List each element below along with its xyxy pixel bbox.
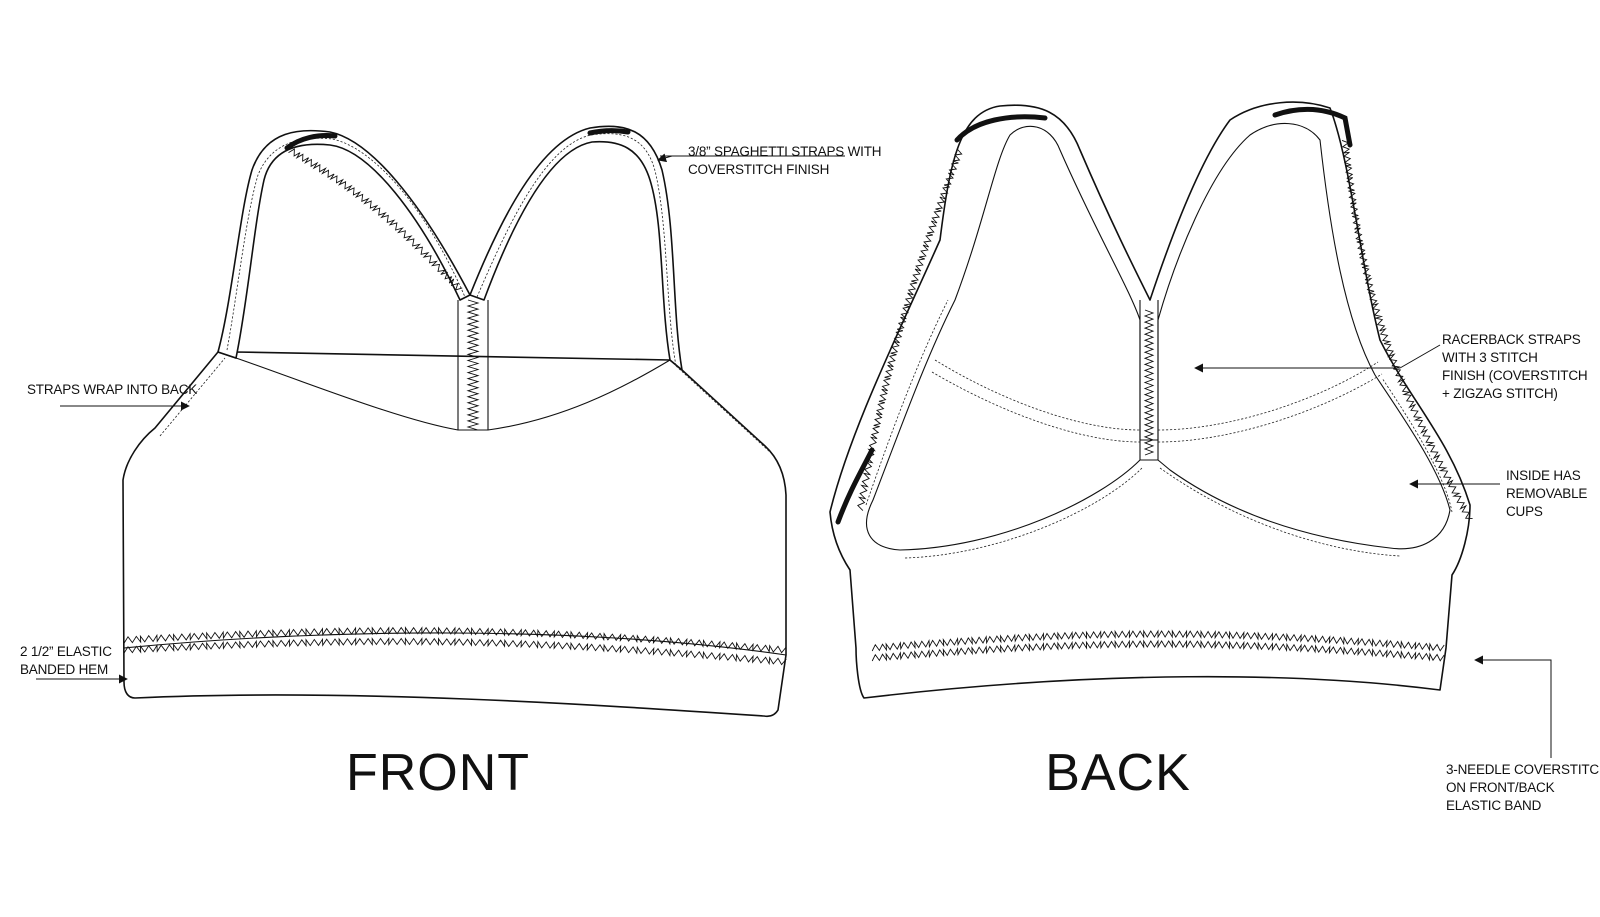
callout-text-line: REMOVABLE: [1506, 486, 1587, 501]
front-left-strap: [217, 129, 471, 359]
callout-text-line: RACERBACK STRAPS: [1442, 332, 1581, 347]
callout-removable-cups: INSIDE HAS REMOVABLE CUPS: [1409, 468, 1588, 519]
callout-text-line: STRAPS WRAP INTO BACK: [27, 382, 197, 397]
callout-elastic-hem: 2 1/2” ELASTIC BANDED HEM: [20, 644, 128, 684]
back-body-outline: [829, 101, 1471, 699]
callout-text-line: COVERSTITCH FINISH: [688, 162, 829, 177]
callout-text-line: 3/8” SPAGHETTI STRAPS WITH: [688, 144, 881, 159]
back-inner-panel: [865, 123, 1451, 551]
back-view-label: BACK: [1045, 744, 1191, 802]
callout-straps-wrap: STRAPS WRAP INTO BACK: [27, 382, 197, 411]
front-center-zigzag: [466, 299, 480, 431]
callout-text-line: INSIDE HAS: [1506, 468, 1581, 483]
front-body-outline: [122, 351, 787, 718]
callout-text-line: WITH 3 STITCH: [1442, 350, 1538, 365]
callout-coverstitch-band: 3-NEEDLE COVERSTITCH ON FRONT/BACK ELAST…: [1446, 655, 1600, 813]
callout-text-line: ON FRONT/BACK: [1446, 780, 1555, 795]
callout-spaghetti-straps: 3/8” SPAGHETTI STRAPS WITH COVERSTITCH F…: [657, 144, 882, 177]
callout-text-line: CUPS: [1506, 504, 1543, 519]
callout-text-line: 2 1/2” ELASTIC: [20, 644, 112, 659]
callout-racerback-straps: RACERBACK STRAPS WITH 3 STITCH FINISH (C…: [1194, 332, 1588, 401]
front-garment: [122, 125, 787, 718]
callout-text-line: BANDED HEM: [20, 662, 108, 677]
front-view-label: FRONT: [346, 744, 530, 802]
callout-text-line: 3-NEEDLE COVERSTITCH: [1446, 762, 1600, 777]
front-right-strap: [469, 125, 683, 371]
callout-text-line: ELASTIC BAND: [1446, 798, 1542, 813]
callout-text-line: + ZIGZAG STITCH): [1442, 386, 1558, 401]
callout-text-line: FINISH (COVERSTITCH: [1442, 368, 1587, 383]
back-garment: [829, 101, 1473, 699]
